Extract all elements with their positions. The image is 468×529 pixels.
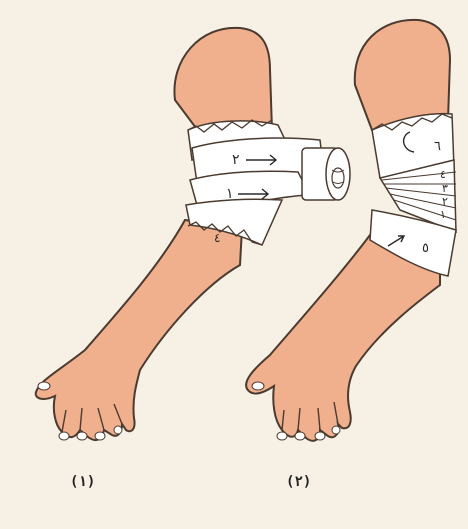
fig2-turn-label-1: ١ (440, 208, 446, 221)
caption-figure-2: (٢) (286, 474, 311, 490)
fig1-turn-label-1: ١ (226, 186, 234, 202)
fig2-turn-label-2: ٢ (442, 195, 448, 208)
fig2-turn-label-5: ٥ (422, 241, 429, 256)
fig2-turn-label-3: ٣ (442, 182, 448, 195)
fig1-turn-label-2: ٢ (232, 152, 240, 168)
fig2-turn-label-4: ٤ (440, 168, 446, 181)
fig1-turn-label-4: ٤ (214, 231, 220, 245)
fig2-turn-label-6: ٦ (434, 139, 441, 154)
caption-figure-1: (١) (70, 474, 95, 490)
bandage-roll-icon (302, 148, 350, 200)
